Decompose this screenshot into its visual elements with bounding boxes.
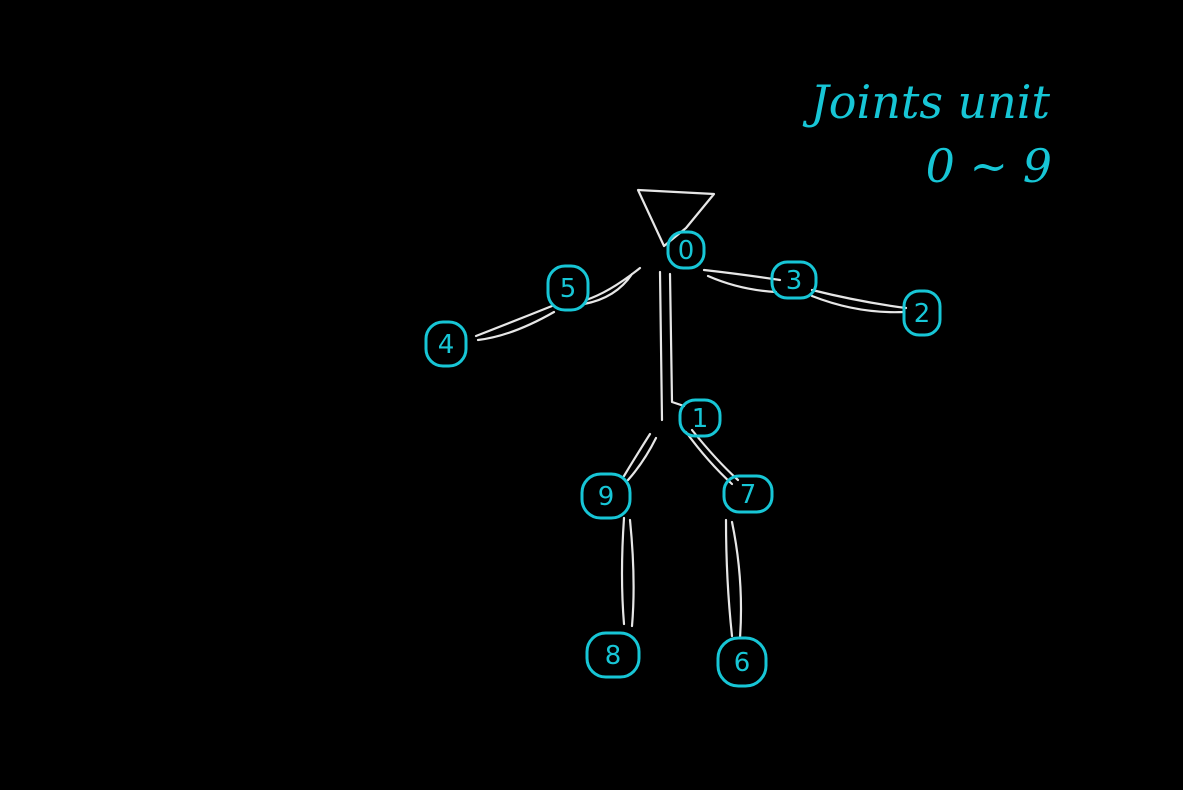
joint-label: 7: [740, 480, 757, 510]
joint-8: 8: [585, 631, 641, 679]
joint-label: 0: [678, 236, 695, 266]
annotation-title: Joints unit: [802, 75, 1050, 129]
limb-forearm-left: [474, 304, 556, 342]
joint-label: 6: [734, 648, 751, 678]
joint-3: 3: [770, 260, 818, 300]
joint-label: 4: [438, 330, 455, 360]
limb-upper-arm-left: [582, 266, 642, 306]
joint-2: 2: [902, 289, 942, 337]
joint-label: 1: [692, 404, 709, 434]
limb-thigh-right: [684, 428, 740, 486]
joint-ring: [585, 631, 641, 679]
joint-label: 3: [786, 266, 803, 296]
joint-5: 5: [546, 264, 590, 312]
joint-ring: [716, 636, 768, 688]
annotation-range: 0 ~ 9: [926, 139, 1052, 193]
limb-thigh-left: [622, 432, 658, 482]
joint-7: 7: [722, 474, 774, 514]
joint-6: 6: [716, 636, 768, 688]
joint-label: 5: [560, 274, 577, 304]
limb-shin-right: [724, 518, 743, 640]
limb-forearm-right: [810, 288, 908, 314]
joint-label: 9: [598, 482, 615, 512]
skeleton-joints: 0 1 2 3 4 5 6 7 8 9: [424, 230, 942, 688]
joint-9: 9: [580, 472, 632, 520]
limb-shin-left: [620, 516, 635, 628]
limb-torso: [658, 270, 686, 422]
joint-ring: [678, 398, 722, 438]
joint-ring: [770, 260, 818, 300]
limb-upper-arm-right: [702, 268, 782, 294]
joint-4: 4: [424, 320, 468, 368]
joint-ring: [722, 474, 774, 514]
joint-ring: [902, 289, 942, 337]
joint-ring: [666, 230, 706, 270]
skeleton-limbs: [474, 188, 908, 640]
joint-ring: [580, 472, 632, 520]
joint-label: 2: [914, 299, 931, 329]
joint-ring: [424, 320, 468, 368]
joint-0: 0: [666, 230, 706, 270]
head-shape: [636, 188, 716, 248]
joint-label: 8: [605, 641, 622, 671]
joint-ring: [546, 264, 590, 312]
joint-1: 1: [678, 398, 722, 438]
